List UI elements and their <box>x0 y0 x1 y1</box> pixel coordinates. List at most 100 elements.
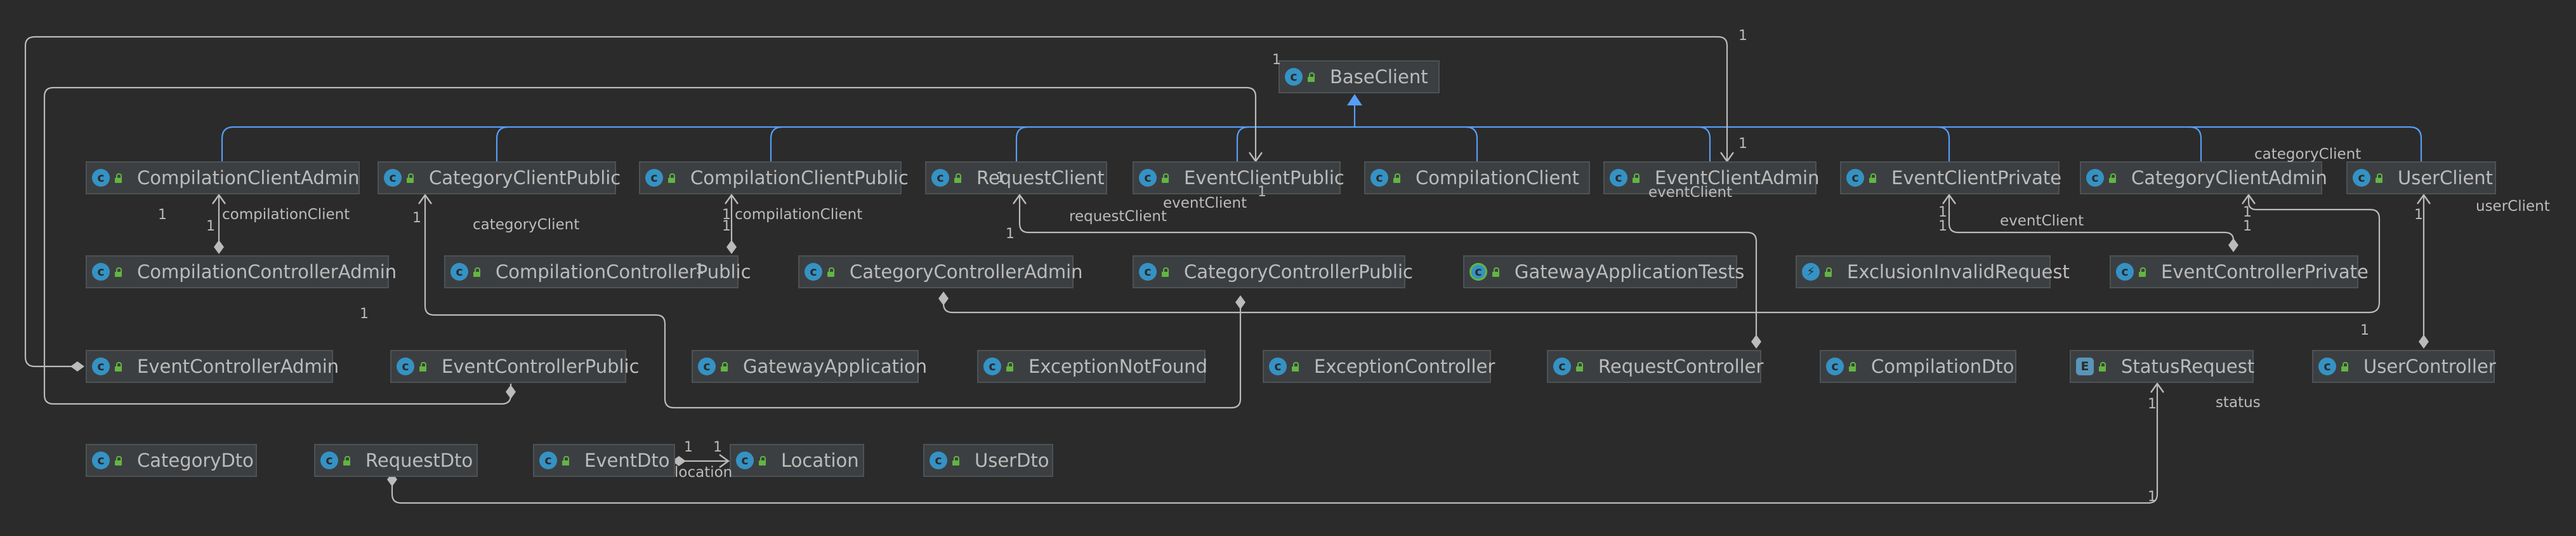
node-userclient[interactable]: c UserClient <box>2346 161 2496 194</box>
c-class-icon: c <box>450 263 468 281</box>
c-class-icon: c <box>1269 358 1287 375</box>
node-label: Location <box>781 450 859 471</box>
public-lock-icon <box>2138 267 2146 277</box>
public-lock-icon <box>826 267 834 277</box>
node-eventclientprivate[interactable]: c EventClientPrivate <box>1840 161 2062 194</box>
node-categorydto[interactable]: c CategoryDto <box>86 444 257 477</box>
edge-label-eventclient: eventClient <box>1163 195 1247 211</box>
node-eventclientadmin[interactable]: c EventClientAdmin <box>1603 161 1820 194</box>
public-lock-icon <box>2098 361 2106 372</box>
association-arrowhead <box>2417 193 2431 204</box>
multiplicity-label: 1 <box>2414 207 2423 223</box>
node-categorycontrolleradmin[interactable]: c CategoryControllerAdmin <box>798 255 1083 288</box>
association-edge <box>942 195 2381 314</box>
public-lock-icon <box>114 173 122 183</box>
composition-diamond <box>1751 335 1761 349</box>
public-lock-icon <box>1868 173 1876 183</box>
association-edge <box>1948 195 2235 246</box>
multiplicity-label: 1 <box>996 170 1005 186</box>
node-requestcontroller[interactable]: c RequestController <box>1547 350 1763 383</box>
c-class-icon: c <box>1139 169 1157 187</box>
inheritance-edge <box>2189 126 2202 161</box>
test-class-icon: c <box>1469 263 1487 281</box>
node-eventclientpublic[interactable]: c EventClientPublic <box>1133 161 1344 194</box>
node-eventcontrollerpublic[interactable]: c EventControllerPublic <box>390 350 640 383</box>
node-label: UserController <box>2363 356 2496 377</box>
node-categoryclientpublic[interactable]: c CategoryClientPublic <box>378 161 621 194</box>
multiplicity-label: 1 <box>412 210 421 226</box>
multiplicity-label: 1 <box>158 207 167 223</box>
composition-diamond <box>506 385 516 399</box>
node-eventcontrollerprivate[interactable]: c EventControllerPrivate <box>2110 255 2369 288</box>
multiplicity-label: 1 <box>684 439 693 455</box>
node-label: RequestDto <box>365 450 473 471</box>
c-class-icon: c <box>92 452 110 469</box>
edge-label-requestclient: requestClient <box>1069 208 1167 225</box>
node-categorycontrollerpublic[interactable]: c CategoryControllerPublic <box>1133 255 1413 288</box>
public-lock-icon <box>667 173 675 183</box>
public-lock-icon <box>1848 361 1856 372</box>
node-categoryclientadmin[interactable]: c CategoryClientAdmin <box>2080 161 2327 194</box>
multiplicity-label: 1 <box>2243 218 2252 234</box>
association-edge <box>424 195 1242 409</box>
association-arrowhead <box>212 193 226 204</box>
node-compilationcontrolleradmin[interactable]: c CompilationControllerAdmin <box>86 255 397 288</box>
edge-label-eventclient: eventClient <box>1648 184 1733 201</box>
node-exceptionnotfound[interactable]: c ExceptionNotFound <box>977 350 1207 383</box>
node-userdto[interactable]: c UserDto <box>923 444 1053 477</box>
edge-label-categoryclient: categoryClient <box>2254 146 2362 163</box>
c-class-icon: c <box>1846 169 1864 187</box>
public-lock-icon <box>953 173 961 183</box>
node-statusrequest[interactable]: E StatusRequest <box>2070 350 2254 383</box>
c-class-icon: c <box>983 358 1001 375</box>
node-usercontroller[interactable]: c UserController <box>2312 350 2496 383</box>
node-eventdto[interactable]: c EventDto <box>533 444 675 477</box>
node-label: CategoryDto <box>137 450 254 471</box>
inheritance-edge <box>1698 126 1711 161</box>
public-lock-icon <box>1392 173 1400 183</box>
public-lock-icon <box>2340 361 2348 372</box>
node-label: UserClient <box>2398 167 2494 189</box>
node-eventcontrolleradmin[interactable]: c EventControllerAdmin <box>86 350 339 383</box>
edge-label-eventclient: eventClient <box>2000 213 2084 229</box>
node-label: CategoryControllerAdmin <box>850 261 1083 283</box>
node-requestdto[interactable]: c RequestDto <box>314 444 478 477</box>
node-gatewayapplication[interactable]: c GatewayApplication <box>692 350 927 383</box>
node-label: EventClientAdmin <box>1655 167 1820 189</box>
public-lock-icon <box>561 455 569 466</box>
node-baseclient[interactable]: c BaseClient <box>1278 60 1440 93</box>
c-class-icon: c <box>1826 358 1844 375</box>
association-edge <box>24 36 1728 368</box>
node-exclusioninvalidrequest[interactable]: ⚡ ExclusionInvalidRequest <box>1796 255 2070 288</box>
multiplicity-label: 1 <box>722 207 731 223</box>
node-exceptioncontroller[interactable]: c ExceptionController <box>1263 350 1495 383</box>
node-compilationclientadmin[interactable]: c CompilationClientAdmin <box>86 161 360 194</box>
node-label: RequestClient <box>976 167 1105 189</box>
node-requestclient[interactable]: c RequestClient <box>925 161 1107 194</box>
multiplicity-label: 1 <box>1738 136 1747 152</box>
edge-label-compilationclient: compilationClient <box>222 206 350 223</box>
public-lock-icon <box>1291 361 1299 372</box>
node-label: CategoryClientAdmin <box>2131 167 2327 189</box>
public-lock-icon <box>1005 361 1013 372</box>
inheritance-edge <box>496 126 509 161</box>
node-compilationclient[interactable]: c CompilationClient <box>1364 161 1590 194</box>
node-location[interactable]: c Location <box>730 444 864 477</box>
node-compilationcontrollerpublic[interactable]: c CompilationControllerPublic <box>444 255 751 288</box>
c-class-icon: c <box>2353 169 2370 187</box>
public-lock-icon <box>720 361 728 372</box>
c-class-icon: c <box>1610 169 1627 187</box>
association-arrowhead <box>418 193 432 204</box>
association-arrowhead <box>2242 193 2256 204</box>
public-lock-icon <box>1824 267 1832 277</box>
node-compilationdto[interactable]: c CompilationDto <box>1820 350 2016 383</box>
multiplicity-label: 1 <box>713 439 722 455</box>
node-gatewayapplicationtests[interactable]: c GatewayApplicationTests <box>1463 255 1744 288</box>
multiplicity-label: 1 <box>1938 218 1947 234</box>
node-label: EventClientPrivate <box>1891 167 2062 189</box>
node-compilationclientpublic[interactable]: c CompilationClientPublic <box>639 161 909 194</box>
edge-label-userclient: userClient <box>2476 198 2550 215</box>
node-label: StatusRequest <box>2121 356 2255 377</box>
node-label: CompilationClientAdmin <box>137 167 360 189</box>
